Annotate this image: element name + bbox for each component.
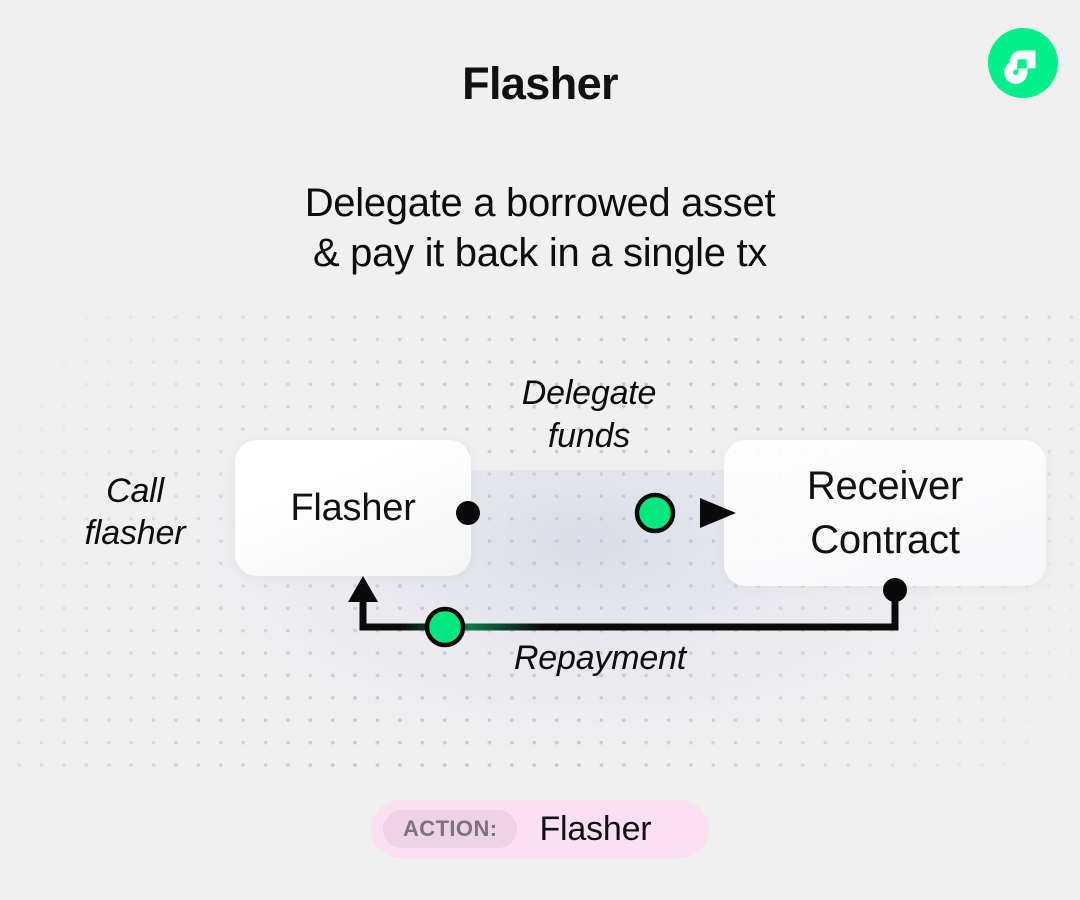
node-receiver-label-line-2: Contract: [810, 518, 960, 562]
action-tag: ACTION:: [383, 810, 518, 848]
edge-label-delegate-line-2: funds: [547, 417, 631, 455]
edge-marker-delegate: [634, 492, 676, 534]
flow-diagram: Flasher Receiver Contract Call flasher D…: [0, 300, 1080, 770]
action-value: Flasher: [539, 809, 652, 848]
subtitle-line-2: & pay it back in a single tx: [312, 231, 768, 275]
edge-start-dot-delegate: [456, 501, 480, 525]
page-subtitle: Delegate a borrowed asset & pay it back …: [0, 178, 1080, 278]
edge-label-repayment: Repayment: [513, 639, 687, 677]
edge-label-delegate-line-1: Delegate: [521, 374, 657, 412]
edge-marker-repayment: [424, 606, 466, 648]
edge-label-call-line-2: flasher: [84, 514, 186, 552]
action-badge[interactable]: ACTION: Flasher: [371, 800, 709, 858]
edge-label-call-line-1: Call: [106, 472, 164, 510]
subtitle-line-1: Delegate a borrowed asset: [304, 181, 776, 225]
flow-logo-icon[interactable]: [988, 28, 1058, 98]
edge-label-delegate-funds: Delegate funds: [470, 372, 708, 458]
edge-delegate-funds: [456, 492, 736, 534]
diagram-connectors: [348, 492, 907, 648]
node-receiver-contract[interactable]: Receiver Contract: [724, 440, 1046, 586]
edge-repayment: [348, 576, 907, 648]
page-title: Flasher: [462, 58, 618, 109]
edge-label-call-flasher: Call flasher: [35, 470, 235, 554]
node-receiver-label: Receiver Contract: [807, 459, 963, 567]
node-flasher[interactable]: Flasher: [235, 440, 471, 576]
node-receiver-label-line-1: Receiver: [806, 464, 964, 508]
node-flasher-label: Flasher: [290, 487, 416, 529]
edge-start-dot-repayment: [883, 578, 907, 602]
